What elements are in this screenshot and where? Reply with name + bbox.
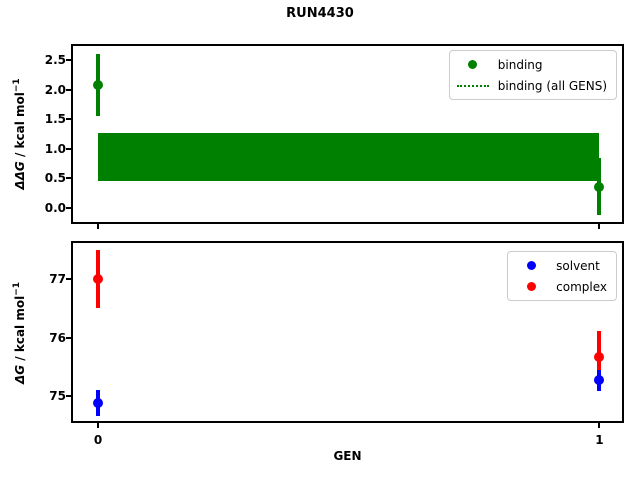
y-tick-mark <box>66 59 71 62</box>
y-tick-mark <box>66 147 71 150</box>
x-tick-mark <box>598 423 601 428</box>
y-tick-label: 2.5 <box>44 53 66 68</box>
y-tick-label: 1.0 <box>44 141 66 156</box>
dot-glyph <box>526 261 536 270</box>
y-tick-label: 0.5 <box>44 171 66 186</box>
complex-data-point <box>594 351 605 362</box>
legend-label: binding <box>497 57 543 72</box>
dotted-line-glyph <box>456 84 489 87</box>
top-y-axis-label: ΔΔG / kcal mol−1 <box>12 49 30 219</box>
legend-item: binding (all GENS) <box>456 75 607 96</box>
bottom-plot-area: 75 76 77 0 1 solvent complex <box>49 241 624 447</box>
y-tick-mark <box>66 206 71 209</box>
legend-item: solvent <box>515 255 607 276</box>
dot-glyph <box>468 60 478 69</box>
legend-label: binding (all GENS) <box>497 78 607 93</box>
legend: solvent complex <box>507 251 617 301</box>
y-tick-mark <box>66 394 71 397</box>
binding-data-point <box>93 79 104 90</box>
legend-item: binding <box>457 54 607 75</box>
y-tick-label: 75 <box>49 388 66 403</box>
legend-item: complex <box>515 276 607 297</box>
y-tick-label: 2.0 <box>44 82 66 97</box>
y-tick-mark <box>66 118 71 121</box>
top-plot-area: 0.0 0.5 1.0 1.5 2.0 2.5 binding binding (all GE… <box>45 44 624 229</box>
y-label-symbol: ΔG <box>13 364 27 385</box>
complex-data-point <box>93 274 104 285</box>
y-tick-label: 76 <box>49 330 66 345</box>
y-label-exponent: −1 <box>12 78 22 93</box>
chart-title: RUN4430 <box>286 6 354 21</box>
legend-label: complex <box>556 279 607 294</box>
legend-label: solvent <box>556 258 600 273</box>
y-tick-mark <box>66 278 71 281</box>
y-tick-mark <box>66 177 71 180</box>
x-tick-mark <box>598 224 601 229</box>
dot-glyph <box>526 282 536 291</box>
legend-dotted-line-icon <box>456 84 489 87</box>
binding-data-point <box>594 181 605 192</box>
solvent-data-point <box>594 375 605 386</box>
y-tick-mark <box>66 336 71 339</box>
y-tick-label: 1.5 <box>44 112 66 127</box>
x-tick-label: 0 <box>93 433 103 447</box>
solvent-data-point <box>93 397 104 408</box>
x-tick-mark <box>97 423 100 428</box>
y-label-exponent: −1 <box>12 281 22 296</box>
legend-dot-icon <box>515 261 547 270</box>
y-tick-mark <box>66 88 71 91</box>
y-tick-label: 0.0 <box>44 200 66 215</box>
x-tick-label: 1 <box>595 433 604 447</box>
y-tick-label: 77 <box>49 272 66 287</box>
legend: binding binding (all GENS) <box>448 50 617 100</box>
x-tick-mark <box>97 224 100 229</box>
legend-dot-icon <box>457 60 489 69</box>
x-axis-label: GEN <box>333 449 362 463</box>
uncertainty-band <box>98 133 600 181</box>
legend-dot-icon <box>515 282 547 291</box>
